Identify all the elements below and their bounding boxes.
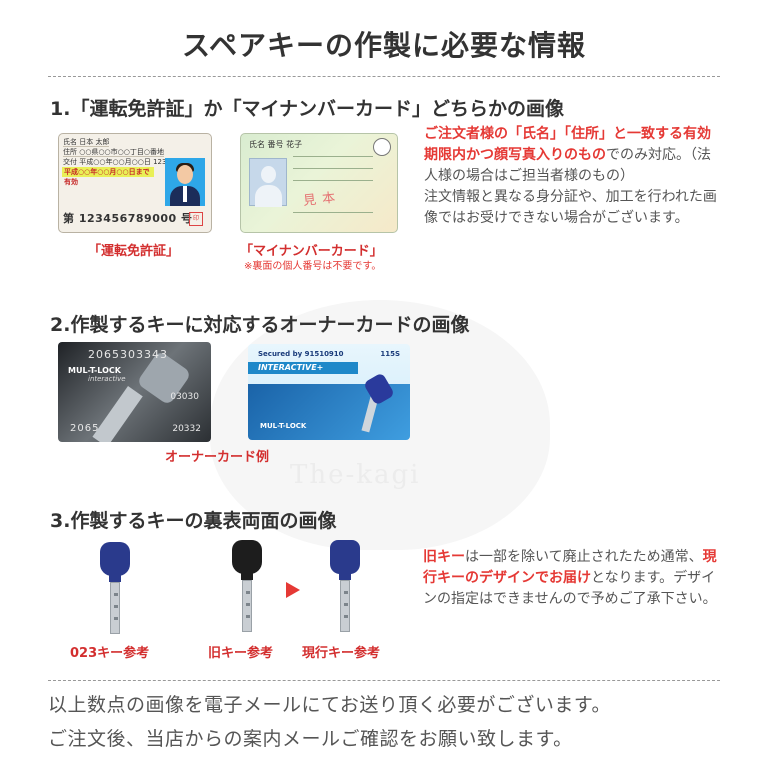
key-old-collar [241, 572, 253, 580]
license-name: 氏名 日本 太郎 [63, 138, 110, 147]
key-current-collar [339, 572, 351, 580]
section1-info-rest1: でのみ対応。（法人様の場合はご担当者様のもの） [424, 147, 711, 184]
footer-line-1: 以上数点の画像を電子メールにてお送り頂く必要がございます。 [48, 694, 612, 716]
section3-info-current-key: 現行キーのデザインでお届け [423, 549, 717, 586]
mynumber-line [293, 156, 373, 157]
mynumber-line [293, 180, 373, 181]
key-023-collar [109, 574, 121, 582]
owner-card-2-code: 115S [380, 350, 400, 358]
owner-card-2-logo: MUL-T-LOCK [260, 422, 307, 430]
key-current-caption: 現行キー参考 [302, 646, 381, 661]
section2-heading: 2.作製するキーに対応するオーナーカードの画像 [50, 314, 470, 336]
mynumber-photo [249, 158, 287, 207]
license-number: 第 123456789000 号 [63, 212, 193, 225]
key-023-caption: 023キー参考 [70, 646, 150, 661]
section3-info-text-1: は一部を除いて廃止されたため通常、 [465, 549, 703, 565]
key-old-head [232, 540, 262, 574]
key-old-blade [242, 580, 252, 632]
drivers-license-image: 氏名 日本 太郎 住所 ○○県○○市○○丁目○番地 交付 平成○○年○○月○○日… [58, 133, 212, 233]
license-photo [165, 158, 205, 206]
owner-card-1-logo: MUL-T-LOCK [68, 366, 121, 375]
license-valid-band: 平成○○年○○月○○日まで有効 [62, 167, 154, 186]
section1-info-emphasis: ご注文者様の「氏名」「住所」と一致する有効期限内かつ顔写真入りのもの [424, 126, 711, 163]
section3-info: 旧キーは一部を除いて廃止されたため通常、現行キーのデザインでお届けとなります。デ… [423, 547, 723, 610]
owner-card-2-secured: Secured by 91510910 [258, 350, 344, 358]
section3-info-text-2: となります。デザインの指定はできませんので予めご了承下さい。 [423, 570, 717, 607]
mynumber-card-image: 氏名 番号 花子 見本 [240, 133, 398, 233]
license-seal-icon: 印 [189, 212, 203, 226]
mynumber-name: 氏名 番号 花子 [249, 140, 303, 149]
key-blade-shape [92, 386, 143, 442]
top-divider [48, 76, 720, 77]
section1-info-rest2: 注文情報と異なる身分証や、加工を行われた画像ではお受けできない場合がございます。 [424, 189, 717, 226]
owner-card-1-side-number-2: 20332 [172, 424, 201, 434]
section3-info-old-key: 旧キー [423, 549, 465, 565]
key-current-blade [340, 580, 350, 632]
key-023-head [100, 542, 130, 576]
section1-info: ご注文者様の「氏名」「住所」と一致する有効期限内かつ顔写真入りのものでのみ対応。… [424, 124, 724, 229]
license-address: 住所 ○○県○○市○○丁目○番地 [63, 148, 164, 157]
arrow-right-icon [286, 582, 300, 598]
mynumber-line [293, 168, 373, 169]
owner-card-1-logo-sub: interactive [88, 375, 126, 383]
key-023-blade [110, 582, 120, 634]
watermark-text: The-kagi [290, 460, 421, 490]
owner-card-1-side-number: 03030 [170, 392, 199, 402]
mynumber-sample-stamp: 見本 [302, 190, 342, 209]
key-old-caption: 旧キー参考 [208, 646, 274, 661]
mynumber-note: ※裏面の個人番号は不要です。 [244, 261, 382, 272]
owner-card-2-band: INTERACTIVE+ [248, 362, 358, 374]
section1-heading: 1.「運転免許証」か「マイナンバーカード」どちらかの画像 [50, 98, 565, 120]
page-title: スペアキーの作製に必要な情報 [181, 29, 587, 62]
owner-card-image-1: 2065303343 MUL-T-LOCK interactive 03030 … [58, 342, 211, 442]
mynumber-badge-icon [373, 138, 391, 156]
license-issue: 交付 平成○○年○○月○○日 12345 [63, 158, 176, 166]
owner-card-caption: オーナーカード例 [165, 450, 270, 465]
footer-line-2: ご注文後、当店からの案内メールご確認をお願い致します。 [48, 728, 573, 750]
section3-heading: 3.作製するキーの裏表両面の画像 [50, 510, 337, 532]
key-current-head [330, 540, 360, 574]
license-caption: 「運転免許証」 [88, 244, 180, 259]
owner-card-1-top-number: 2065303343 [88, 348, 168, 361]
mynumber-caption: 「マイナンバーカード」 [240, 244, 383, 259]
bottom-divider [48, 680, 720, 681]
mynumber-line [293, 212, 373, 213]
owner-card-image-2: Secured by 91510910 115S INTERACTIVE+ MU… [248, 344, 410, 440]
owner-card-1-bottom-number: 2065 [70, 423, 100, 434]
